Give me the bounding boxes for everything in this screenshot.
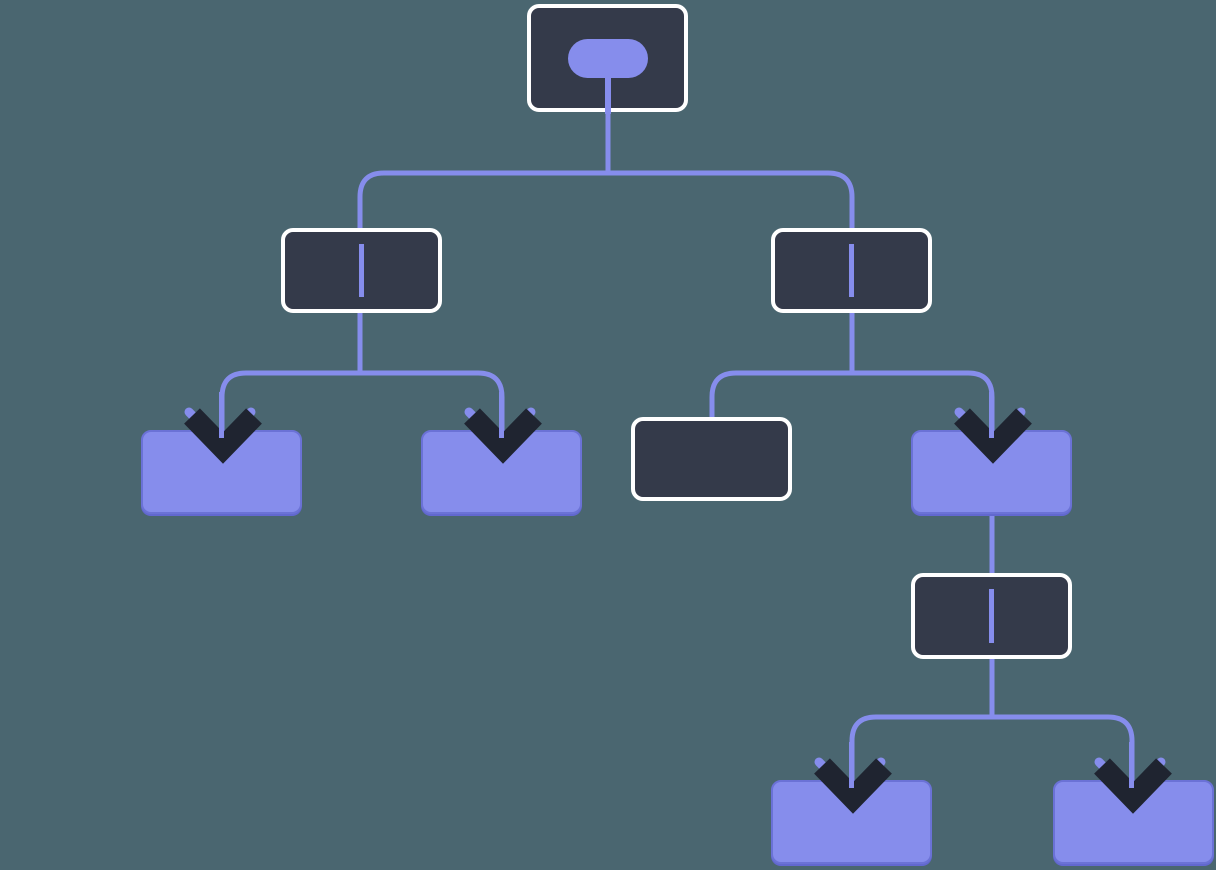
edge-e1: [357, 112, 611, 228]
edge-e2: [605, 112, 855, 228]
edge-e4: [357, 313, 505, 432]
edge-e5: [709, 313, 855, 417]
node-n3[interactable]: [771, 228, 932, 313]
node-n1[interactable]: [527, 4, 688, 114]
edge-e6: [849, 313, 995, 432]
edge-e3: [219, 313, 363, 432]
node-n2[interactable]: [281, 228, 442, 313]
node-n9[interactable]: [771, 780, 932, 864]
node-n7[interactable]: [911, 430, 1072, 514]
node-passthrough-line: [989, 589, 994, 643]
node-n6[interactable]: [631, 417, 792, 501]
node-passthrough-line: [359, 244, 364, 297]
node-n5[interactable]: [421, 430, 582, 514]
edge-e8: [849, 659, 995, 782]
node-n4[interactable]: [141, 430, 302, 514]
node-n10[interactable]: [1053, 780, 1214, 864]
node-n8[interactable]: [911, 573, 1072, 659]
node-passthrough-line: [849, 244, 854, 297]
node-stem-marker: [605, 70, 611, 114]
edge-e9: [989, 659, 1135, 782]
